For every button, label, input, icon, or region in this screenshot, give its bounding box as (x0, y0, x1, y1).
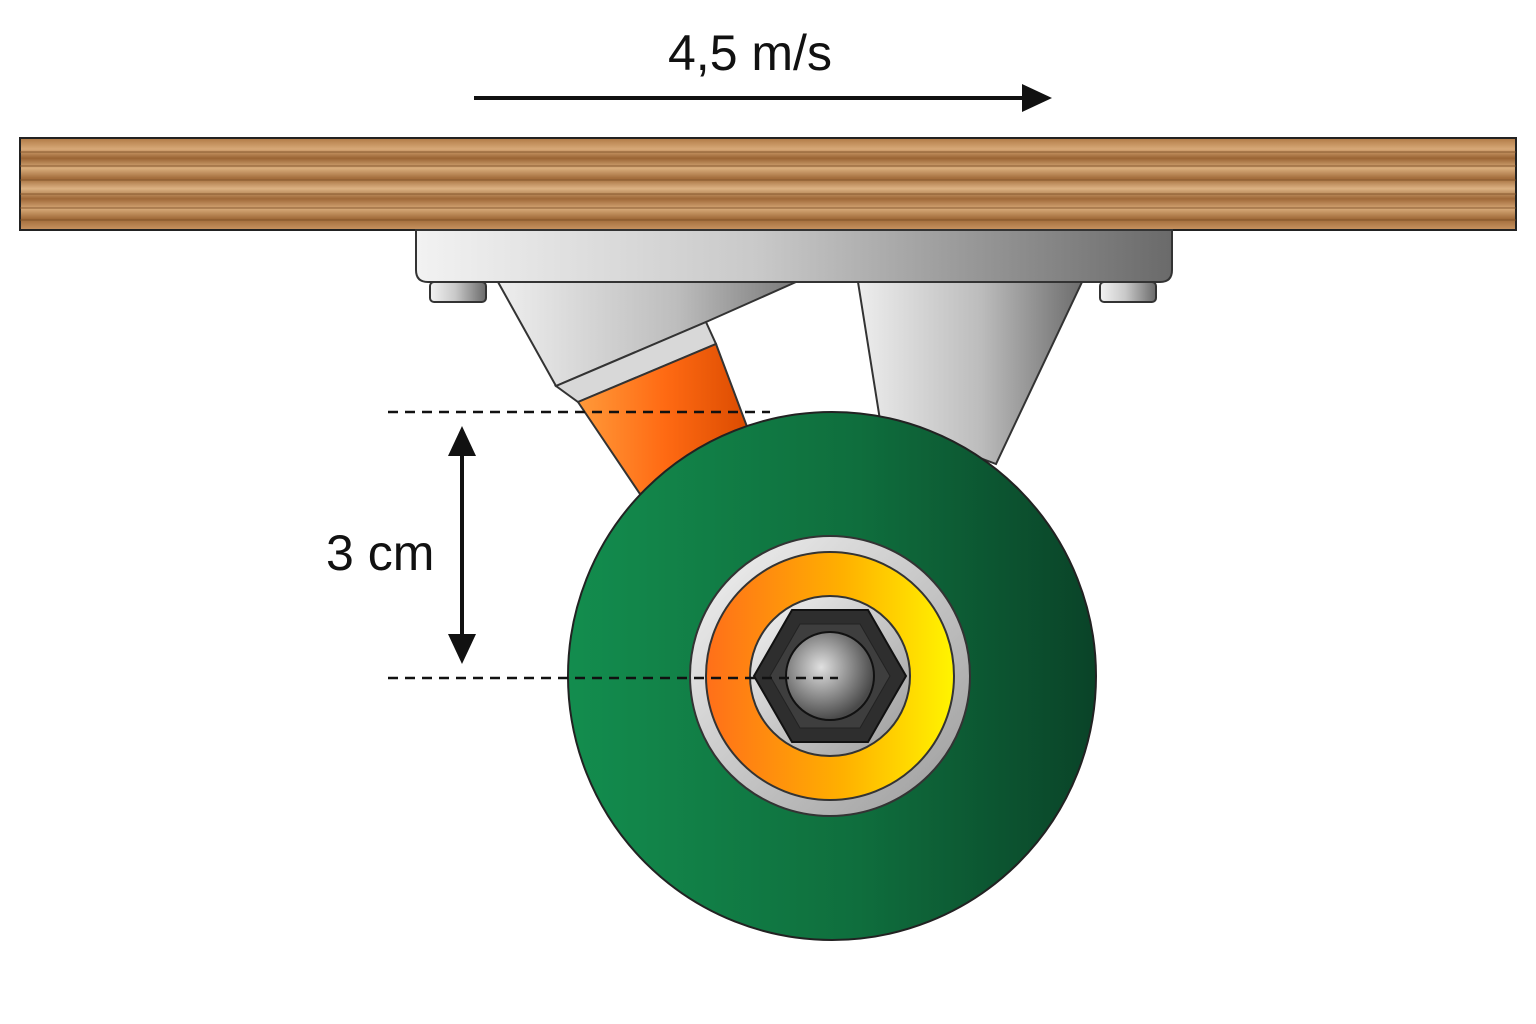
truck-baseplate (415, 229, 1173, 303)
radius-label: 3 cm (326, 525, 435, 581)
skateboard-deck (19, 137, 1517, 231)
truck-hanger-support (856, 281, 1084, 466)
wheel (567, 411, 1097, 941)
truck-kingpin-arm (496, 281, 797, 496)
bolt-left (429, 281, 487, 303)
reference-lines (388, 410, 838, 680)
bolt-right (1099, 281, 1157, 303)
axle (785, 631, 875, 721)
velocity-label: 4,5 m/s (668, 25, 832, 81)
double-arrow-vertical-icon (448, 426, 476, 664)
arrow-right-icon (474, 84, 1052, 112)
